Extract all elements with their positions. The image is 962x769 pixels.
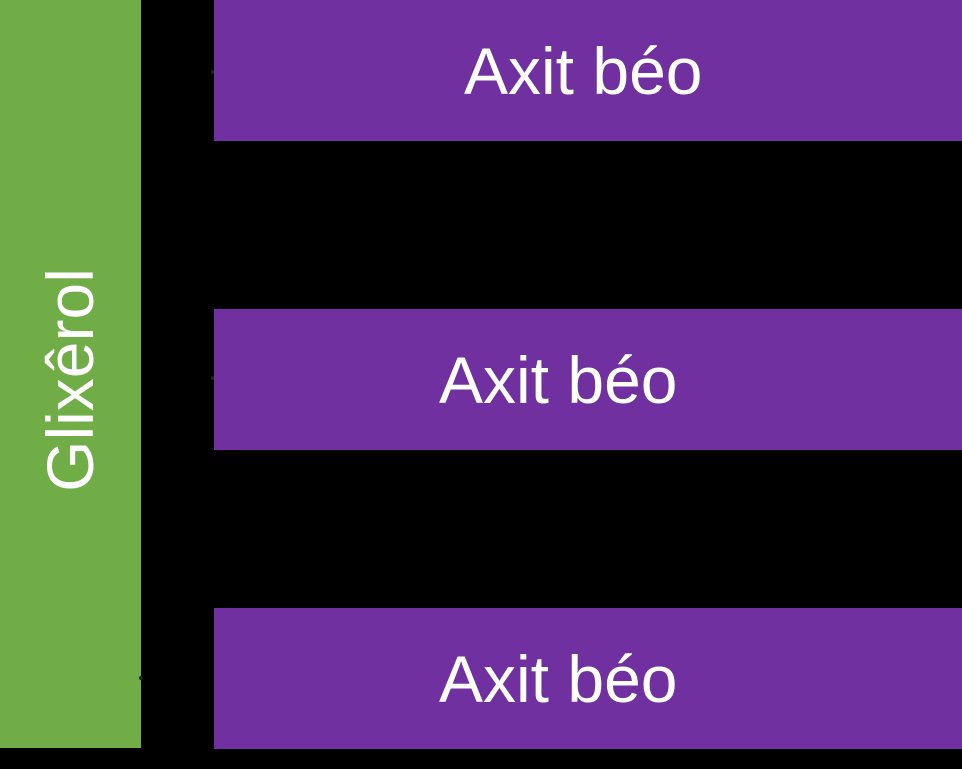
fatty-acid-block-3: Axit béo xyxy=(214,608,962,749)
glycerol-block: Glixêrol xyxy=(0,0,141,748)
glycerol-label: Glixêrol xyxy=(33,268,107,492)
fatty-acid-block-1: Axit béo xyxy=(214,0,962,141)
fatty-acid-block-2: Axit béo xyxy=(214,309,962,450)
fatty-acid-label: Axit béo xyxy=(439,641,678,716)
bond-marker xyxy=(211,376,215,380)
bond-marker xyxy=(211,70,215,74)
fatty-acid-label: Axit béo xyxy=(439,342,678,417)
fatty-acid-label: Axit béo xyxy=(464,33,703,108)
bond-marker xyxy=(139,676,143,680)
